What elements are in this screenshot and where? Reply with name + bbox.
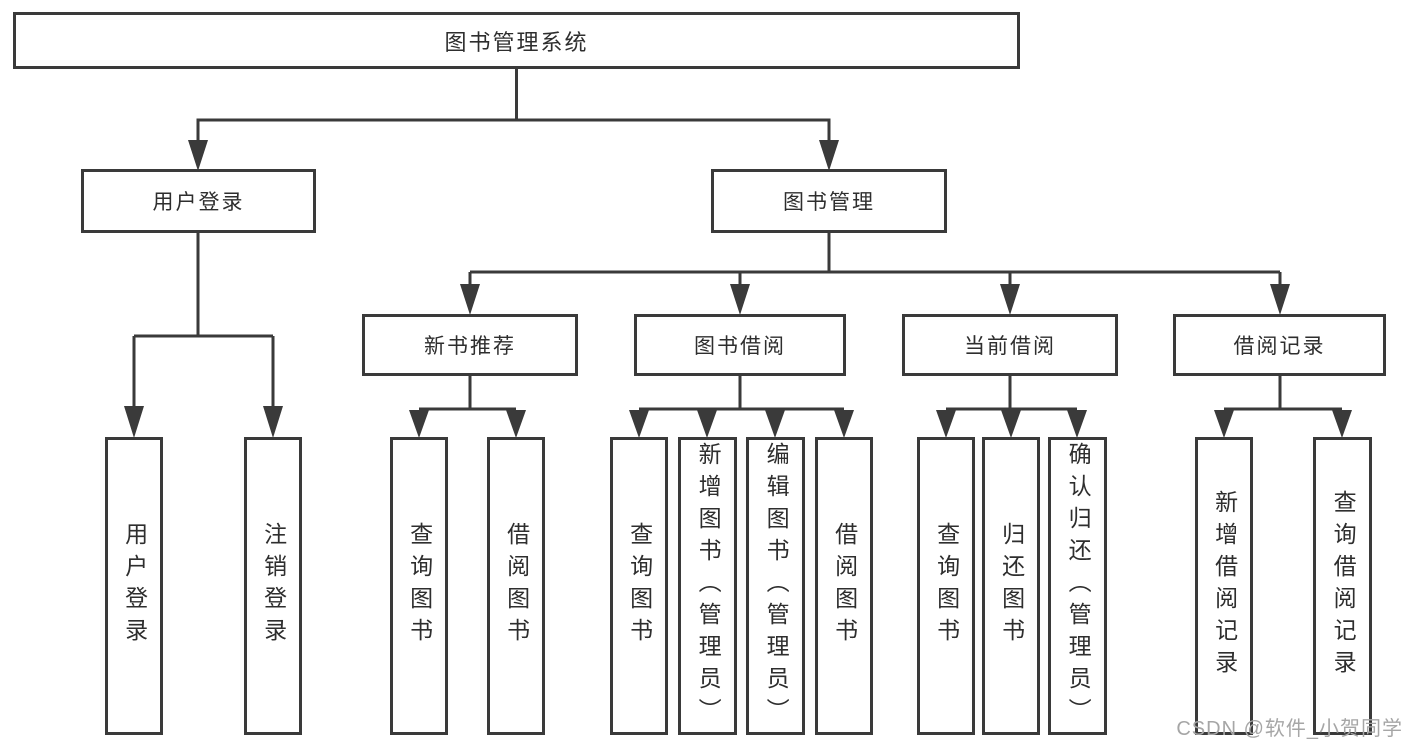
leaf-borrowing-query-books: 查询图书	[610, 437, 668, 735]
node-label: 借阅记录	[1233, 335, 1326, 358]
leaf-records-query-borrow-record: 查询借阅记录	[1313, 437, 1372, 735]
leaf-records-add-borrow-record: 新增借阅记录	[1195, 437, 1253, 735]
node-label: 查询图书	[933, 522, 960, 650]
node-label: 编辑图书（管理员）	[763, 442, 790, 730]
node-borrowing-records: 借阅记录	[1173, 314, 1386, 376]
node-label: 注销登录	[260, 522, 287, 650]
node-label: 查询图书	[406, 522, 433, 650]
node-label: 图书借阅	[694, 335, 786, 358]
leaf-logout: 注销登录	[244, 437, 302, 735]
node-label: 新增图书（管理员）	[695, 442, 722, 730]
node-label: 查询借阅记录	[1330, 490, 1357, 682]
node-label: 借阅图书	[503, 522, 530, 650]
leaf-recommend-query-books: 查询图书	[390, 437, 448, 735]
node-current-borrowing: 当前借阅	[902, 314, 1118, 376]
node-label: 用户登录	[121, 522, 148, 650]
leaf-user-login: 用户登录	[105, 437, 163, 735]
node-label: 新增借阅记录	[1211, 490, 1238, 682]
node-label: 图书管理	[783, 191, 875, 214]
node-label: 当前借阅	[964, 335, 1056, 358]
csdn-watermark: CSDN @软件_小贺同学	[1176, 718, 1403, 740]
node-library-management-system: 图书管理系统	[13, 12, 1020, 69]
node-label: 图书管理系统	[444, 29, 589, 55]
node-new-book-recommendation: 新书推荐	[362, 314, 578, 376]
leaf-current-confirm-return-admin: 确认归还（管理员）	[1048, 437, 1107, 735]
leaf-recommend-borrow-books: 借阅图书	[487, 437, 545, 735]
node-label: 借阅图书	[831, 522, 858, 650]
node-label: 用户登录	[152, 191, 245, 214]
leaf-borrowing-add-books-admin: 新增图书（管理员）	[678, 437, 737, 735]
node-user-login: 用户登录	[81, 169, 316, 233]
node-label: 归还图书	[998, 522, 1025, 650]
node-label: 新书推荐	[424, 335, 516, 358]
node-label: 查询图书	[626, 522, 653, 650]
leaf-borrowing-borrow-books: 借阅图书	[815, 437, 873, 735]
leaf-borrowing-edit-books-admin: 编辑图书（管理员）	[746, 437, 805, 735]
node-book-management: 图书管理	[711, 169, 947, 233]
leaf-current-query-books: 查询图书	[917, 437, 975, 735]
node-book-borrowing: 图书借阅	[634, 314, 846, 376]
node-label: 确认归还（管理员）	[1065, 442, 1092, 730]
leaf-current-return-books: 归还图书	[982, 437, 1040, 735]
